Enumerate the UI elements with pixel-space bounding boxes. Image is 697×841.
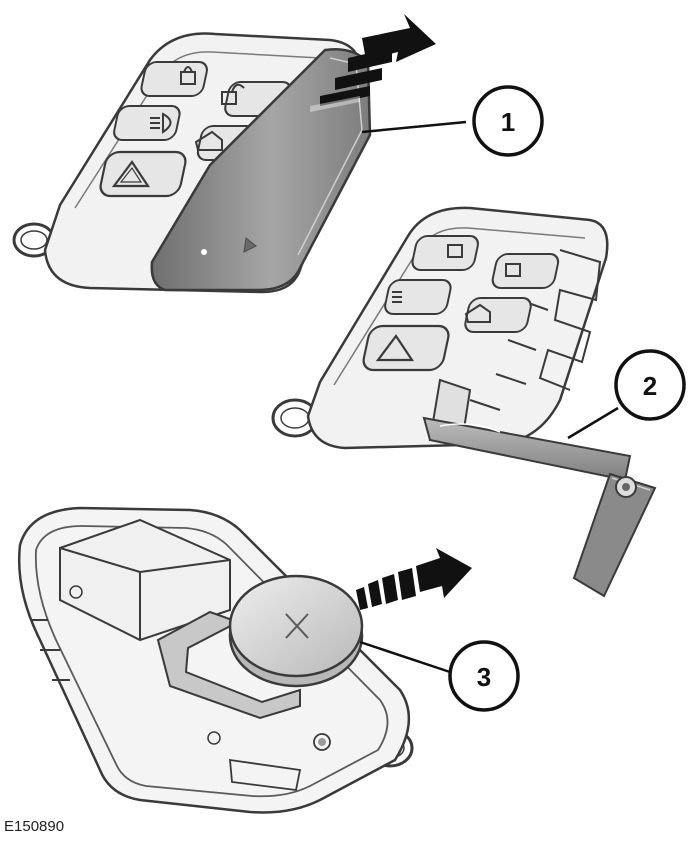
fob-buttons-open — [362, 235, 560, 372]
callout-2-label: 2 — [643, 371, 657, 401]
tailgate-icon — [194, 130, 223, 151]
callout-3-circle — [448, 640, 520, 712]
slide-direction-arrow-1 — [310, 14, 436, 112]
battery-plus-mark-icon — [285, 613, 309, 639]
callout-3-label: 3 — [477, 662, 491, 692]
coin-cell-battery — [228, 574, 364, 688]
hazard-triangle-icon-2 — [375, 334, 415, 362]
lock-button — [140, 61, 208, 97]
hazard-triangle-icon — [111, 160, 151, 188]
panic-button — [99, 150, 187, 198]
callout-2-circle — [614, 349, 686, 421]
battery-clip — [156, 610, 301, 720]
fob-cover — [150, 48, 372, 292]
headlamp-icon — [150, 112, 172, 134]
emergency-key-blade — [422, 416, 657, 598]
remove-direction-arrow-3 — [356, 548, 472, 610]
key-fob-open — [271, 206, 657, 598]
fob-internal-housing — [17, 506, 414, 814]
unlock-icon — [221, 83, 245, 105]
lock-icon — [180, 66, 196, 85]
key-blade-tab — [572, 472, 657, 598]
key-fob-closed — [12, 32, 372, 294]
callout-1-label: 1 — [501, 107, 515, 137]
callout-1-circle — [472, 85, 544, 157]
figure-reference-code: E150890 — [4, 818, 65, 835]
